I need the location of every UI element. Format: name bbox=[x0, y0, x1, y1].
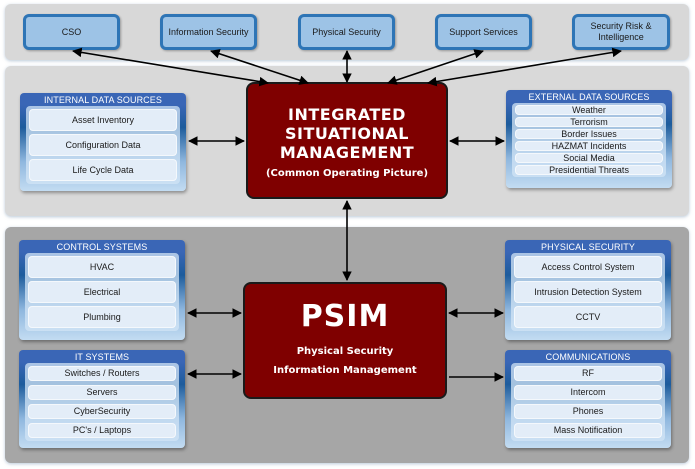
list-item: Presidential Threats bbox=[515, 165, 663, 175]
it-systems-panel: IT SYSTEMS Switches / Routers Servers Cy… bbox=[19, 350, 185, 448]
panel-body: Switches / Routers Servers CyberSecurity… bbox=[25, 363, 179, 441]
panel-title: INTERNAL DATA SOURCES bbox=[44, 95, 162, 105]
internal-data-sources-panel: INTERNAL DATA SOURCES Asset Inventory Co… bbox=[20, 93, 186, 191]
panel-title: EXTERNAL DATA SOURCES bbox=[528, 92, 650, 102]
communications-panel: COMMUNICATIONS RF Intercom Phones Mass N… bbox=[505, 350, 671, 448]
list-item: HAZMAT Incidents bbox=[515, 141, 663, 151]
physical-security-panel: PHYSICAL SECURITY Access Control System … bbox=[505, 240, 671, 340]
stakeholder-label: Information Security bbox=[168, 26, 249, 37]
psim-subtitle-line: Information Management bbox=[273, 365, 417, 376]
list-item: Asset Inventory bbox=[29, 109, 177, 131]
external-data-sources-panel: EXTERNAL DATA SOURCES Weather Terrorism … bbox=[506, 90, 672, 188]
ism-title-line: SITUATIONAL bbox=[285, 124, 409, 143]
stakeholder-cso: CSO bbox=[23, 14, 120, 50]
psim-box: PSIM Physical Security Information Manag… bbox=[243, 282, 447, 399]
stakeholder-physical-security: Physical Security bbox=[298, 14, 395, 50]
panel-body: Asset Inventory Configuration Data Life … bbox=[26, 106, 180, 184]
integrated-situational-management-box: INTEGRATED SITUATIONAL MANAGEMENT (Commo… bbox=[246, 82, 448, 199]
list-item: Border Issues bbox=[515, 129, 663, 139]
panel-body: Access Control System Intrusion Detectio… bbox=[511, 253, 665, 331]
list-item: Social Media bbox=[515, 153, 663, 163]
list-item: CCTV bbox=[514, 306, 662, 328]
psim-title: PSIM bbox=[300, 299, 390, 334]
list-item: Servers bbox=[28, 385, 176, 400]
panel-title: CONTROL SYSTEMS bbox=[56, 242, 148, 252]
list-item: Configuration Data bbox=[29, 134, 177, 156]
stakeholder-support-services: Support Services bbox=[435, 14, 532, 50]
stakeholder-label: Physical Security bbox=[312, 26, 381, 37]
stakeholder-label: Support Services bbox=[449, 26, 518, 37]
list-item: Weather bbox=[515, 105, 663, 115]
ism-title-line: INTEGRATED bbox=[288, 105, 406, 124]
stakeholder-label: Security Risk & Intelligence bbox=[590, 21, 652, 42]
panel-title: IT SYSTEMS bbox=[74, 352, 130, 362]
psim-subtitle-line: Physical Security bbox=[296, 346, 394, 357]
list-item: Mass Notification bbox=[514, 423, 662, 438]
list-item: CyberSecurity bbox=[28, 404, 176, 419]
list-item: RF bbox=[514, 366, 662, 381]
ism-title-line: MANAGEMENT bbox=[279, 143, 415, 162]
list-item: Terrorism bbox=[515, 117, 663, 127]
list-item: PC's / Laptops bbox=[28, 423, 176, 438]
list-item: Life Cycle Data bbox=[29, 159, 177, 181]
stakeholder-security-risk-intelligence: Security Risk & Intelligence bbox=[572, 14, 670, 50]
stakeholder-information-security: Information Security bbox=[160, 14, 257, 50]
panel-body: Weather Terrorism Border Issues HAZMAT I… bbox=[512, 103, 666, 177]
list-item: Intrusion Detection System bbox=[514, 281, 662, 303]
list-item: Intercom bbox=[514, 385, 662, 400]
panel-body: HVAC Electrical Plumbing bbox=[25, 253, 179, 331]
ism-subtitle: (Common Operating Picture) bbox=[265, 168, 429, 179]
panel-title: PHYSICAL SECURITY bbox=[541, 242, 635, 252]
list-item: Phones bbox=[514, 404, 662, 419]
list-item: HVAC bbox=[28, 256, 176, 278]
list-item: Access Control System bbox=[514, 256, 662, 278]
list-item: Plumbing bbox=[28, 306, 176, 328]
stakeholder-label: CSO bbox=[61, 26, 82, 37]
control-systems-panel: CONTROL SYSTEMS HVAC Electrical Plumbing bbox=[19, 240, 185, 340]
panel-title: COMMUNICATIONS bbox=[545, 352, 631, 362]
list-item: Switches / Routers bbox=[28, 366, 176, 381]
panel-body: RF Intercom Phones Mass Notification bbox=[511, 363, 665, 441]
list-item: Electrical bbox=[28, 281, 176, 303]
